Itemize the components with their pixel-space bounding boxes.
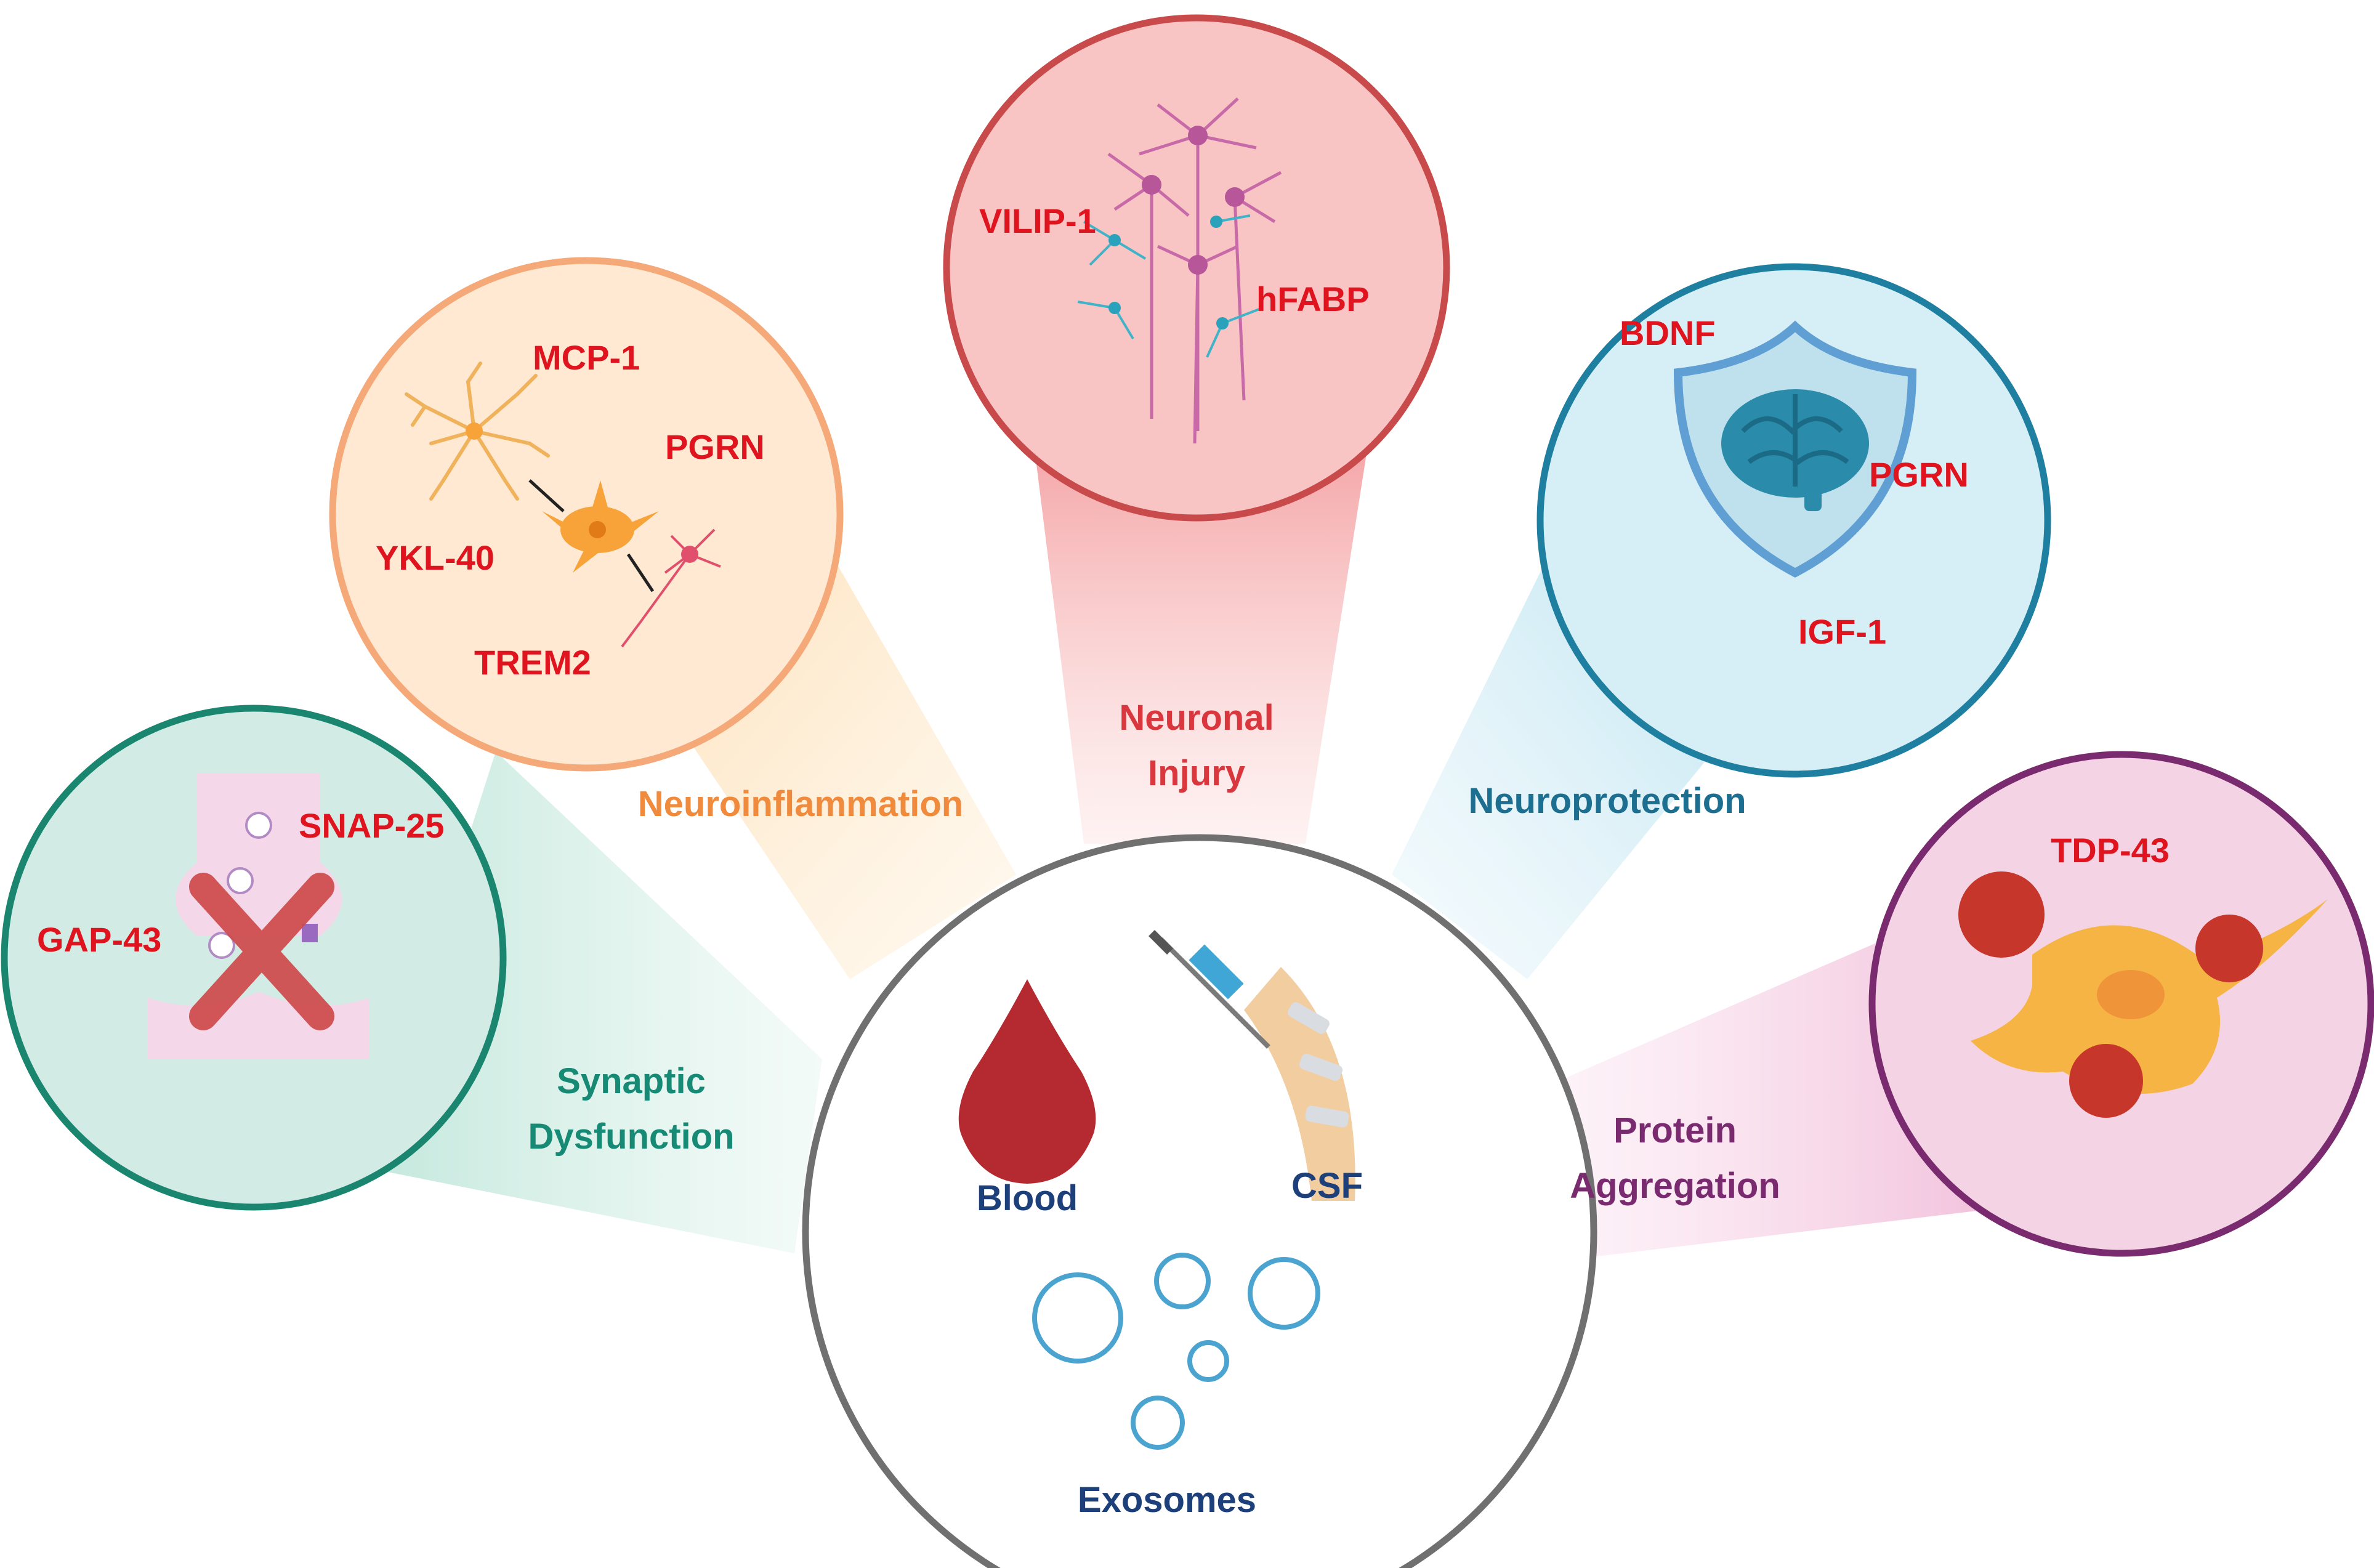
biomarker-tdp43: TDP-43 bbox=[2051, 831, 2170, 870]
biomarker-vilip1: VILIP-1 bbox=[979, 201, 1096, 240]
source-blood: Blood bbox=[977, 1178, 1078, 1218]
source-exosomes: Exosomes bbox=[1078, 1480, 1256, 1520]
neuroinflammation-node bbox=[329, 257, 844, 772]
biomarker-mcp1: MCP-1 bbox=[533, 338, 640, 377]
synaptic-node bbox=[1, 705, 507, 1211]
biomarker-trem2: TREM2 bbox=[474, 643, 591, 682]
biomarker-bdnf: BDNF bbox=[1620, 313, 1716, 352]
label-neuronal-line2: Injury bbox=[1148, 753, 1245, 793]
brain-icon bbox=[1721, 389, 1869, 511]
spine-icon bbox=[1244, 967, 1355, 1201]
astrocytes-icon bbox=[1077, 214, 1263, 358]
label-protein-line1: Protein bbox=[1613, 1110, 1737, 1150]
beam-neuronal-injury bbox=[1035, 450, 1367, 844]
neuroprotection-node bbox=[1536, 263, 2051, 778]
arrow-icons bbox=[528, 479, 655, 592]
neuron-icon bbox=[621, 528, 721, 648]
category-labels: Neuroinflammation Neuronal Injury Neurop… bbox=[528, 698, 1780, 1206]
syringe-icon bbox=[1149, 930, 1270, 1049]
exosome-icons bbox=[1032, 1253, 1320, 1450]
center-node bbox=[802, 834, 1597, 1568]
activated-microglia-icon bbox=[542, 480, 659, 573]
biomarker-igf1: IGF-1 bbox=[1798, 612, 1886, 651]
source-labels: Blood CSF Exosomes bbox=[977, 1166, 1363, 1520]
biomarker-pgrn-protection: PGRN bbox=[1869, 455, 1969, 494]
biomarker-snap25: SNAP-25 bbox=[299, 806, 445, 845]
cell-icon bbox=[1971, 899, 2328, 1094]
biomarker-gap43: GAP-43 bbox=[37, 920, 161, 959]
neurons-icon bbox=[1107, 97, 1282, 444]
protein-aggregation-node bbox=[1868, 751, 2374, 1257]
label-neuroinflammation: Neuroinflammation bbox=[638, 784, 964, 824]
label-neuronal-line1: Neuronal bbox=[1119, 698, 1274, 738]
label-synaptic-line1: Synaptic bbox=[557, 1061, 706, 1101]
source-csf: CSF bbox=[1291, 1166, 1363, 1206]
label-neuroprotection: Neuroprotection bbox=[1468, 781, 1746, 821]
neuronal-injury-node bbox=[943, 14, 1450, 522]
label-protein-line2: Aggregation bbox=[1570, 1166, 1780, 1206]
cross-icon bbox=[189, 873, 334, 1030]
biomarker-labels: MCP-1 PGRN YKL-40 TREM2 VILIP-1 hFABP BD… bbox=[37, 201, 2170, 959]
aggregate-icons bbox=[1958, 871, 2263, 1118]
biomarker-hfabp: hFABP bbox=[1256, 280, 1370, 318]
biomarker-pgrn-inflammation: PGRN bbox=[665, 427, 765, 466]
biomarker-ykl40: YKL-40 bbox=[376, 538, 495, 577]
label-synaptic-line2: Dysfunction bbox=[528, 1117, 734, 1157]
blood-drop-icon bbox=[958, 979, 1096, 1184]
microglia-icon bbox=[405, 362, 550, 501]
